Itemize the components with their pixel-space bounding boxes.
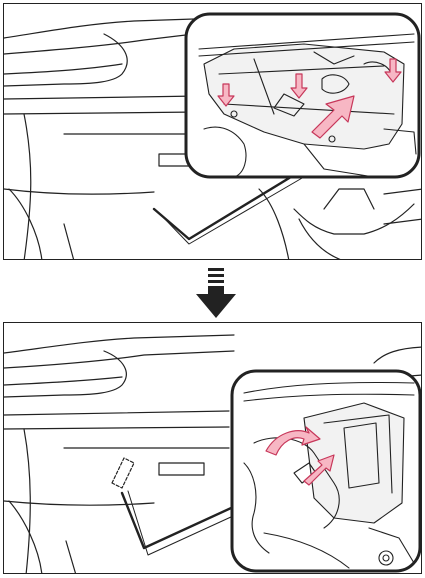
damper-location-marker: [112, 458, 134, 488]
glovebox-lowered-illustration: [4, 323, 422, 574]
glovebox-removal-illustration: [4, 4, 422, 260]
top-illustration-panel: [3, 3, 422, 260]
inset-magnifier: [232, 371, 420, 571]
bottom-illustration-panel: [3, 322, 422, 574]
inset-magnifier: [186, 14, 419, 177]
down-arrow-icon: [194, 268, 238, 318]
dashboard-edge-line: [4, 19, 194, 38]
